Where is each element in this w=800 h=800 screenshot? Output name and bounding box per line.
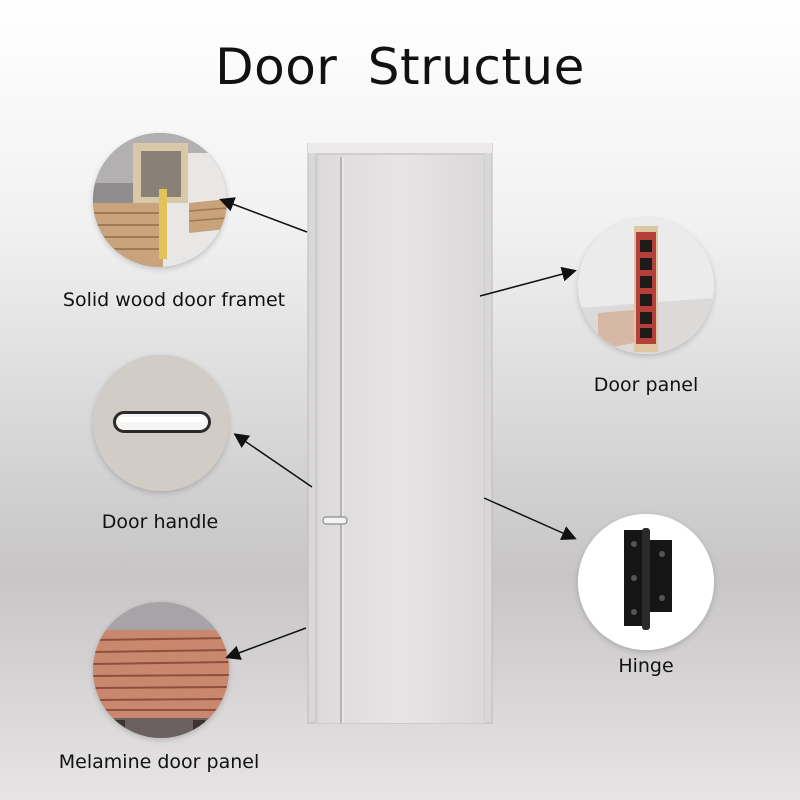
door-handle-icon [93, 355, 229, 491]
arrow-to-hinge [483, 497, 577, 540]
panel-label: Door panel [593, 374, 699, 396]
arrow-to-handle [233, 433, 313, 488]
arrow-to-frame [219, 197, 308, 233]
door-leaf [318, 155, 484, 723]
handle-label: Door handle [101, 511, 219, 533]
page-title: Door Structue [215, 38, 585, 96]
door-illustration [305, 143, 495, 725]
hinge-label: Hinge [618, 655, 674, 677]
panel-photo [578, 218, 714, 354]
arrow-to-panel [479, 266, 577, 297]
melamine-board-stack-icon [93, 602, 229, 738]
arrow-to-melamine [225, 627, 307, 660]
handle-photo [93, 355, 229, 491]
door-panel-core-icon [578, 218, 714, 354]
hinge-icon [578, 514, 714, 650]
frame-label: Solid wood door framet [62, 289, 286, 311]
melamine-photo [93, 602, 229, 738]
melamine-label: Melamine door panel [58, 751, 260, 773]
hinge-photo [578, 514, 714, 650]
door-handle-mini [322, 516, 348, 525]
